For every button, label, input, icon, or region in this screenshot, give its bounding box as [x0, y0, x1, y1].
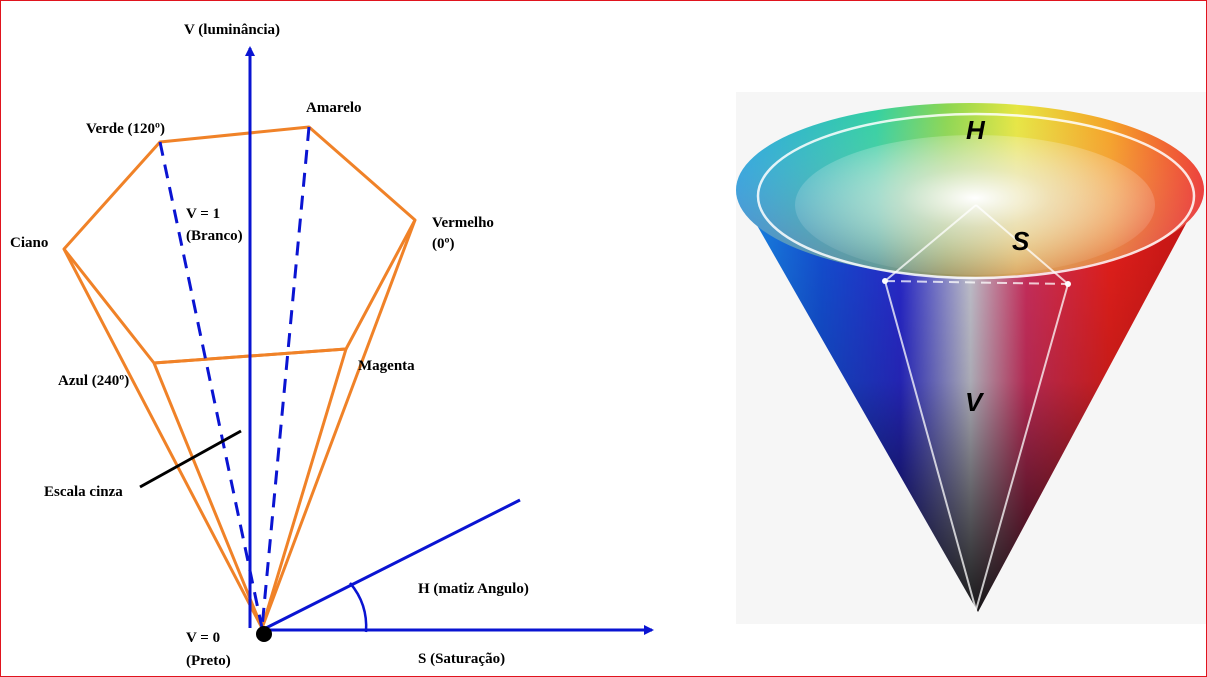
escala-cinza-pointer — [139, 429, 242, 489]
top-hexagon — [62, 125, 417, 365]
edge-vermelho — [260, 219, 417, 629]
axis-v-label: V (luminância) — [184, 22, 280, 38]
vermelho-angle-label: (0º) — [432, 236, 454, 252]
axis-h-label: H (matiz Angulo) — [418, 581, 529, 597]
dashed-edge-amarelo — [260, 126, 311, 629]
wire-left-down — [884, 280, 977, 611]
edge-azul — [152, 362, 264, 629]
hsv-cone-illustration: H S V — [736, 92, 1206, 624]
h-line — [261, 498, 521, 632]
wire-right-down — [975, 283, 1069, 611]
origin-point — [256, 626, 272, 642]
vermelho-label: Vermelho — [432, 215, 494, 231]
verde-label: Verde (120º) — [86, 121, 165, 137]
v1-label: V = 1 — [186, 206, 220, 222]
magenta-label: Magenta — [358, 358, 415, 374]
cone-wireframe — [884, 204, 1069, 611]
wire-dot-right — [1065, 281, 1071, 287]
amarelo-label: Amarelo — [306, 100, 362, 116]
wire-left-top — [884, 204, 977, 282]
hexcone-edges — [62, 125, 417, 629]
azul-label: Azul (240º) — [58, 373, 129, 389]
cone-shading — [738, 192, 1203, 612]
h-angle-arc — [349, 582, 368, 633]
cone-label-h: H — [966, 115, 986, 145]
cone-label-s: S — [1012, 226, 1030, 256]
edge-magenta — [260, 348, 348, 629]
wire-right-top — [975, 204, 1069, 285]
branco-label: (Branco) — [186, 228, 243, 244]
wire-dot-left — [882, 278, 888, 284]
ciano-label: Ciano — [10, 235, 48, 251]
hidden-edges — [158, 126, 311, 629]
dashed-edge-verde — [158, 141, 264, 629]
wire-saturation — [884, 280, 1069, 285]
cone-label-v: V — [965, 387, 985, 417]
preto-label: (Preto) — [186, 653, 231, 669]
axis-s-label: S (Saturação) — [418, 651, 505, 667]
edge-ciano — [62, 248, 264, 629]
hexcone-diagram: V (luminância) Amarelo Verde (120º) V = … — [10, 22, 654, 669]
escala-cinza-label: Escala cinza — [44, 484, 123, 500]
v0-label: V = 0 — [186, 630, 220, 646]
